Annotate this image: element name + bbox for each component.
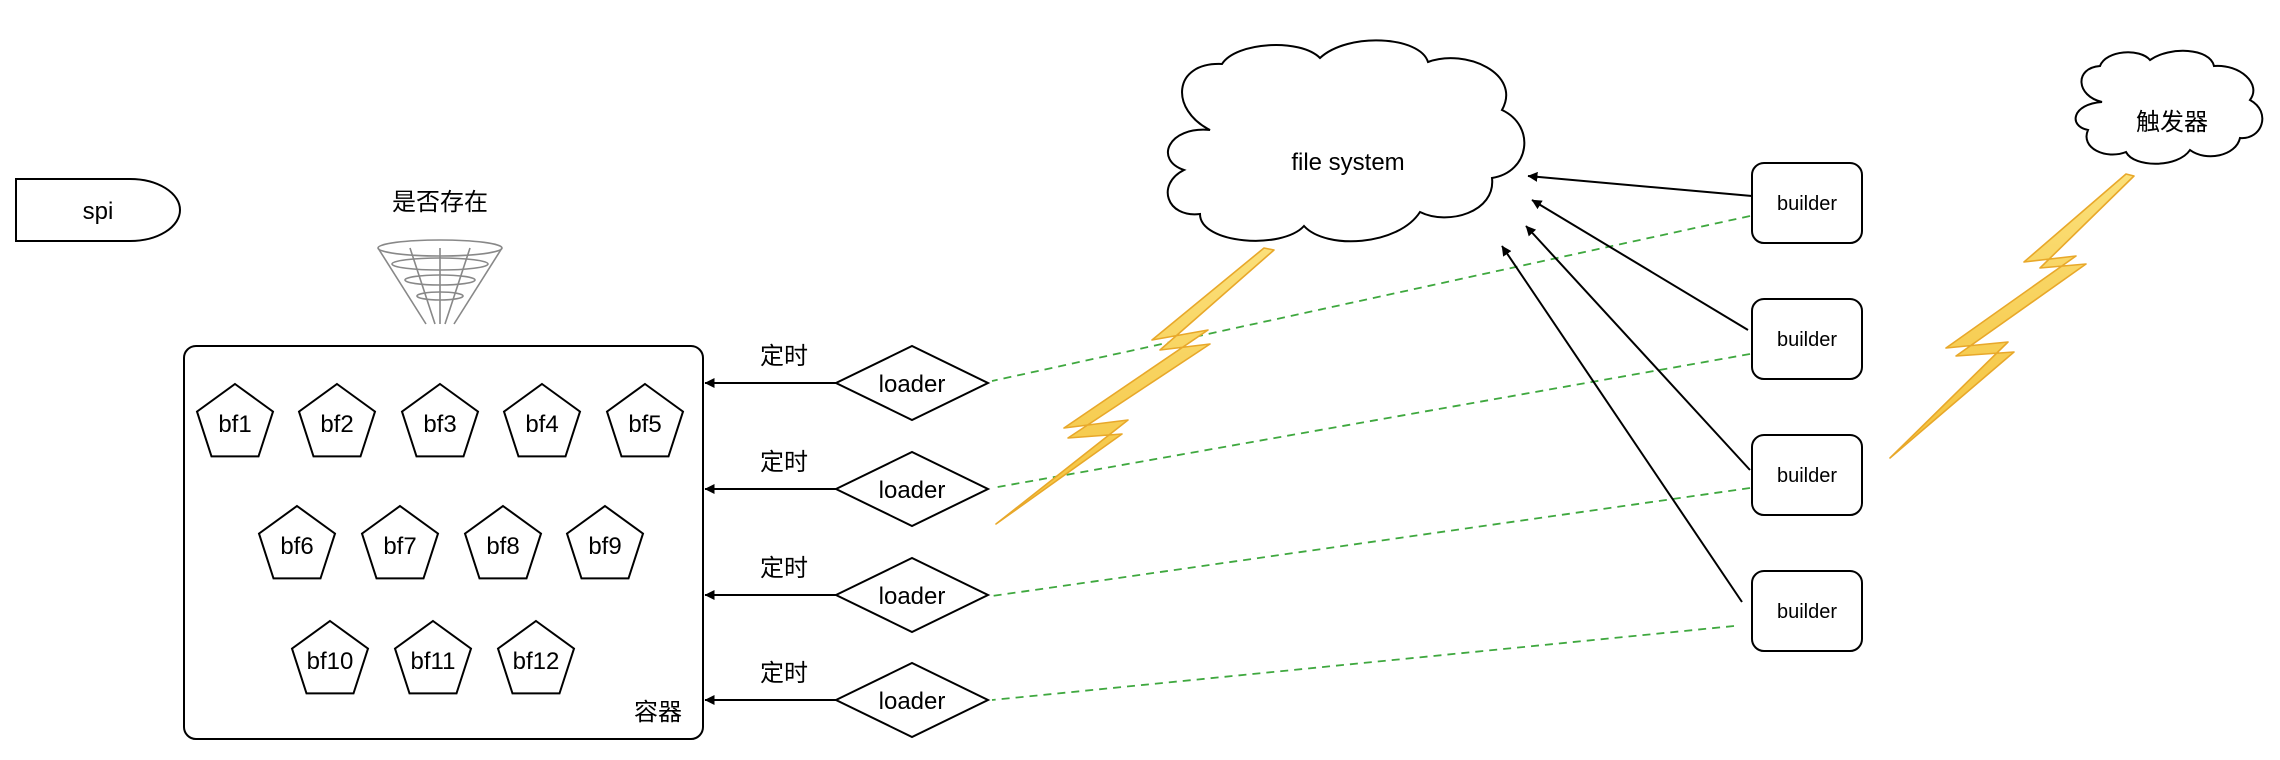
bf-label: bf1 — [218, 411, 251, 438]
timer-label: 定时 — [760, 659, 808, 687]
loader-group: loader loader loader loader — [833, 344, 991, 739]
file-system-label: file system — [1291, 149, 1404, 176]
loader-node[interactable]: loader — [833, 450, 991, 528]
dashed-link — [991, 353, 1751, 489]
dashed-link — [991, 487, 1751, 597]
bf-item[interactable]: bf2 — [297, 382, 377, 458]
write-arrow — [1501, 245, 1743, 603]
timer-label: 定时 — [760, 554, 808, 582]
timer-label: 定时 — [760, 448, 808, 476]
bf-label: bf3 — [423, 411, 456, 438]
bf-item[interactable]: bf6 — [257, 504, 337, 580]
pentagon-icon — [257, 504, 337, 580]
dashed-link — [991, 625, 1735, 701]
builder-to-filesystem-arrows — [1501, 171, 1753, 603]
pentagon-icon — [605, 382, 685, 458]
builder-node[interactable]: builder — [1751, 434, 1863, 516]
pentagon-icon — [195, 382, 275, 458]
bf-group: bf1 bf2 bf3 bf4 bf5 bf6 bf7 bf8 bf9 bf10 bf11 bf12 — [195, 382, 685, 695]
diamond-icon — [833, 450, 991, 528]
bf-label: bf10 — [307, 648, 354, 675]
builder-label: builder — [1777, 193, 1837, 215]
builder-label: builder — [1777, 601, 1837, 623]
lightning-icon — [995, 247, 1275, 525]
bf-item[interactable]: bf11 — [393, 619, 473, 695]
loader-node[interactable]: loader — [833, 661, 991, 739]
pentagon-icon — [502, 382, 582, 458]
pentagon-icon — [297, 382, 377, 458]
funnel-node[interactable]: 是否存在 — [377, 188, 503, 325]
trigger-label: 触发器 — [2136, 108, 2208, 136]
dashed-links — [991, 215, 1751, 701]
bf-item[interactable]: bf12 — [496, 619, 576, 695]
timer-label: 定时 — [760, 342, 808, 370]
pentagon-icon — [360, 504, 440, 580]
bf-item[interactable]: bf5 — [605, 382, 685, 458]
funnel-label: 是否存在 — [392, 188, 488, 216]
spi-node[interactable]: spi — [15, 178, 181, 242]
bf-item[interactable]: bf1 — [195, 382, 275, 458]
funnel-icon — [377, 239, 503, 325]
write-arrow — [1525, 225, 1751, 471]
lightning-icon — [1889, 173, 2135, 459]
bf-item[interactable]: bf4 — [502, 382, 582, 458]
bf-item[interactable]: bf10 — [290, 619, 370, 695]
loader-node[interactable]: loader — [833, 556, 991, 634]
bf-item[interactable]: bf9 — [565, 504, 645, 580]
bf-label: bf8 — [486, 533, 519, 560]
bf-item[interactable]: bf8 — [463, 504, 543, 580]
pentagon-icon — [565, 504, 645, 580]
builder-node[interactable]: builder — [1751, 162, 1863, 244]
bf-item[interactable]: bf7 — [360, 504, 440, 580]
builder-label: builder — [1777, 329, 1837, 351]
bf-label: bf5 — [628, 411, 661, 438]
loader-node[interactable]: loader — [833, 344, 991, 422]
cloud-icon — [1166, 39, 1526, 243]
container-label: 容器 — [634, 698, 682, 726]
pentagon-icon — [393, 619, 473, 695]
trigger-node[interactable]: 触发器 — [2074, 49, 2264, 165]
builder-group: builder builder builder builder — [1751, 162, 1863, 652]
write-arrow — [1527, 171, 1753, 197]
loader-label: loader — [879, 371, 946, 398]
dashed-link — [991, 215, 1751, 382]
bf-label: bf7 — [383, 533, 416, 560]
bf-label: bf2 — [320, 411, 353, 438]
builder-node[interactable]: builder — [1751, 298, 1863, 380]
bf-label: bf4 — [525, 411, 558, 438]
builder-label: builder — [1777, 465, 1837, 487]
diamond-icon — [833, 661, 991, 739]
file-system-node[interactable]: file system — [1166, 39, 1526, 243]
diamond-icon — [833, 344, 991, 422]
bf-label: bf9 — [588, 533, 621, 560]
write-arrow — [1531, 199, 1749, 331]
pentagon-icon — [463, 504, 543, 580]
bf-label: bf12 — [513, 648, 560, 675]
cloud-icon — [2074, 49, 2264, 165]
pentagon-icon — [290, 619, 370, 695]
loader-label: loader — [879, 477, 946, 504]
diamond-icon — [833, 556, 991, 634]
pentagon-icon — [496, 619, 576, 695]
loader-label: loader — [879, 688, 946, 715]
spi-label: spi — [83, 198, 114, 225]
bf-label: bf6 — [280, 533, 313, 560]
bf-label: bf11 — [411, 648, 456, 675]
builder-node[interactable]: builder — [1751, 570, 1863, 652]
pentagon-icon — [400, 382, 480, 458]
loader-label: loader — [879, 583, 946, 610]
bf-item[interactable]: bf3 — [400, 382, 480, 458]
